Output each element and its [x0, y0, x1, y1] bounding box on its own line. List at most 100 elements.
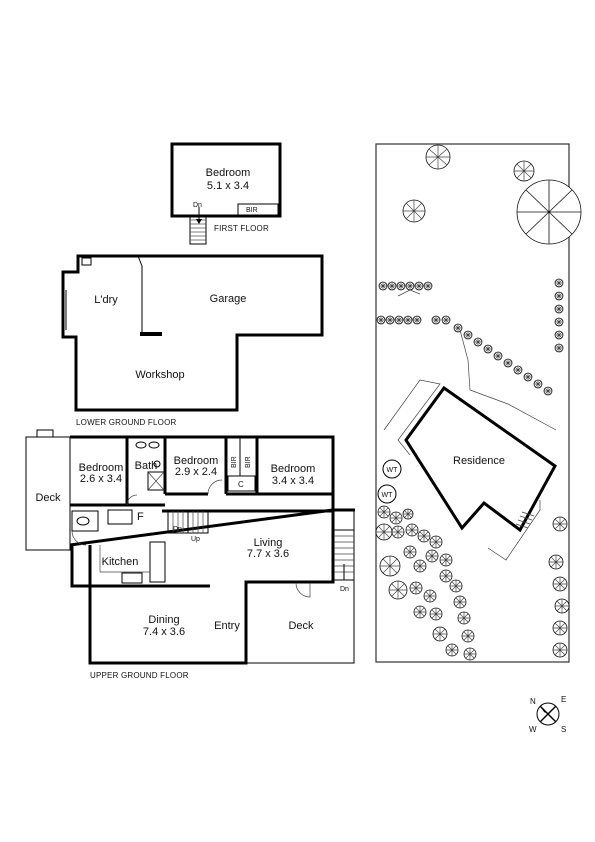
- shrub-icon: [413, 605, 427, 619]
- shrub-icon: [432, 626, 448, 642]
- first-floor-walls: [170, 142, 282, 218]
- lot-boundary: [375, 143, 570, 663]
- shrub-icon: [441, 315, 451, 325]
- inner-stairs: [167, 510, 209, 534]
- shrub-icon: [385, 315, 395, 325]
- shrub-icon: [376, 315, 386, 325]
- shrub-icon: [513, 365, 523, 375]
- chimney: [36, 429, 54, 438]
- shrub-icon: [554, 317, 564, 327]
- shrub-icon: [429, 535, 443, 549]
- path-line: [383, 379, 441, 456]
- shrub-icon: [463, 330, 473, 340]
- room-label: Dining: [148, 614, 179, 626]
- shrub-icon: [503, 358, 513, 368]
- toilet-icon: [76, 516, 90, 526]
- shrub-icon: [402, 508, 414, 520]
- shrub-icon: [473, 337, 483, 347]
- room-label: Garage: [210, 293, 247, 305]
- shrub-icon: [439, 569, 453, 583]
- shrub-icon: [378, 281, 388, 291]
- path-line: [487, 500, 541, 561]
- lower-ground-floor: L'dry Garage Workshop LOWER GROUND FLOOR: [61, 254, 324, 427]
- door-swing: [71, 530, 87, 546]
- room-label: Bedroom: [174, 455, 219, 467]
- bir-label: BIR: [245, 456, 252, 468]
- shrub-icon: [379, 555, 401, 577]
- shrub-icon: [543, 386, 553, 396]
- shrub-icon: [417, 529, 431, 543]
- stairs-label: Dn: [340, 586, 349, 593]
- shrub-icon: [552, 620, 568, 636]
- stairs-label: Dn: [173, 526, 182, 533]
- residence-outline: [404, 385, 557, 533]
- shrub-icon: [554, 598, 570, 614]
- tree-icon: [513, 160, 535, 182]
- path-line: [397, 289, 421, 297]
- shrub-icon: [548, 554, 564, 570]
- shrub-icon: [431, 315, 441, 325]
- shrub-icon: [493, 351, 503, 361]
- room-label: Entry: [214, 620, 240, 632]
- room-label: Deck: [288, 620, 314, 632]
- shrub-icon: [533, 379, 543, 389]
- upper-floor-walls: [69, 435, 355, 665]
- shrub-icon: [413, 559, 427, 573]
- shrub-icon: [403, 545, 417, 559]
- shrub-icon: [414, 281, 424, 291]
- cupboard-box: [227, 475, 256, 492]
- shrub-icon: [375, 523, 393, 541]
- shrub-icon: [405, 281, 415, 291]
- shrub-icon: [463, 647, 477, 661]
- shrub-icon: [483, 344, 493, 354]
- shrub-icon: [396, 281, 406, 291]
- shower-icon: [147, 471, 165, 491]
- room-label: Bedroom: [79, 462, 124, 474]
- garage-door-line: [137, 255, 143, 267]
- shrub-icon: [523, 372, 533, 382]
- shrub-icon: [453, 595, 467, 609]
- room-label: Kitchen: [102, 556, 139, 568]
- shrub-icon: [461, 629, 475, 643]
- compass-icon: N E W S: [529, 695, 566, 734]
- stairs-label: Dn: [193, 202, 202, 209]
- cooktop-icon: [121, 572, 143, 584]
- residence-steps: [515, 511, 535, 529]
- shrub-icon: [389, 511, 403, 525]
- shrub-icon: [377, 505, 391, 519]
- shrub-icon: [403, 315, 413, 325]
- shrub-icon: [423, 589, 437, 603]
- shrub-rows: [376, 278, 564, 396]
- stairs-label: Up: [191, 536, 200, 543]
- water-tank-icon: [377, 484, 397, 504]
- shrub-icon: [552, 576, 568, 592]
- basin-icon: [148, 441, 160, 449]
- shrub-icon: [391, 525, 405, 539]
- shrub-icon: [388, 580, 408, 600]
- door-swing: [126, 494, 138, 506]
- room-label: Living: [254, 537, 283, 549]
- large-tree-icon: [516, 179, 582, 245]
- compass-south: S: [561, 725, 566, 734]
- bir-label: BIR: [246, 207, 258, 214]
- cupboard-label: C: [238, 480, 244, 489]
- room-size: 7.7 x 3.6: [247, 548, 289, 560]
- shrub-icon: [554, 278, 564, 288]
- floor-title: LOWER GROUND FLOOR: [76, 418, 177, 427]
- compass-east: E: [561, 695, 566, 704]
- shrub-icon: [439, 553, 453, 567]
- path-line: [459, 329, 557, 431]
- shrub-icon: [425, 549, 439, 563]
- tree-icon: [425, 144, 451, 170]
- door-swing: [207, 479, 223, 495]
- room-size: 5.1 x 3.4: [207, 180, 249, 192]
- floor-title: UPPER GROUND FLOOR: [90, 671, 189, 680]
- wc: [71, 510, 99, 532]
- room-label: L'dry: [94, 294, 118, 306]
- first-floor-stairs: [189, 207, 207, 245]
- shrub-icon: [457, 611, 471, 625]
- room-size: 2.9 x 2.4: [175, 466, 217, 478]
- shrub-icon: [453, 323, 463, 333]
- compass-west: W: [529, 725, 537, 734]
- laundry-tub: [81, 257, 92, 266]
